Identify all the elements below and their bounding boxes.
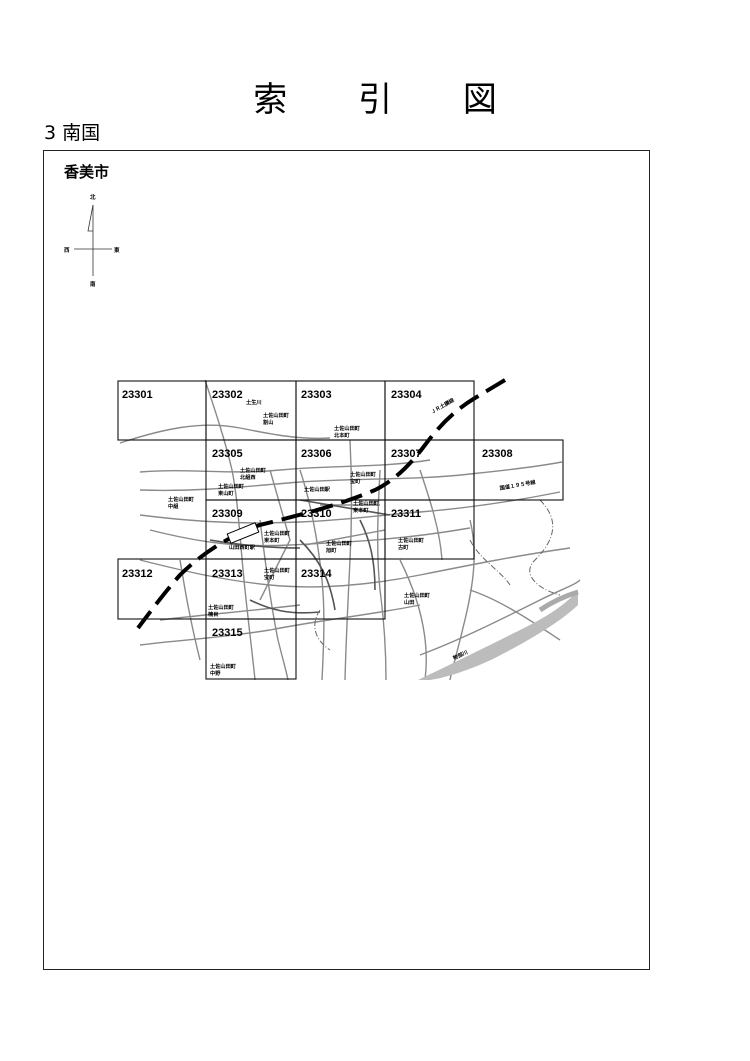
sheet-number: 23308	[482, 448, 513, 460]
place-label: 山田	[404, 598, 414, 606]
place-label: 土佐山田町	[334, 424, 361, 432]
sheet-number: 23301	[122, 389, 153, 401]
place-label: 土佐山田町	[168, 495, 195, 503]
map-frame	[43, 150, 650, 970]
compass-icon	[74, 204, 112, 276]
place-label: 土佐山田町	[263, 411, 290, 419]
sheet-number: 23314	[301, 568, 332, 580]
sheet-number: 23311	[391, 508, 421, 520]
sheet-number: 23309	[212, 508, 243, 520]
compass-west-label: 西	[64, 246, 70, 254]
road-network	[119, 379, 581, 681]
sheet-number: 23307	[391, 448, 422, 460]
place-label: 割山	[263, 418, 273, 426]
sheet-number: 23302	[212, 389, 243, 401]
title-char: 索	[253, 80, 288, 120]
sheet-number: 23312	[122, 568, 153, 580]
place-label: 山田西町駅	[229, 543, 256, 551]
title-char: 図	[462, 80, 497, 120]
place-label: 宝町	[350, 477, 361, 485]
city-name: 香美市	[64, 163, 110, 181]
place-label: 土佐山田町	[398, 536, 425, 544]
place-label: 土佐山田町	[350, 470, 377, 478]
place-label: 中野	[210, 669, 221, 677]
station-marker	[226, 522, 260, 544]
place-label: 北本町	[334, 431, 350, 439]
place-label: 中組	[168, 502, 179, 510]
page-title: 索 引 図	[0, 72, 750, 121]
sheet-cell[interactable]	[473, 439, 564, 501]
place-label: 土佐山田町	[404, 591, 431, 599]
place-label: 土佐山田町	[208, 603, 235, 611]
place-label: 土佐山田町	[218, 482, 245, 490]
place-label: 土生川	[246, 398, 262, 406]
place-label: 東本町	[264, 536, 280, 544]
compass-north-label: 北	[90, 193, 96, 201]
road-network-dark	[209, 499, 391, 614]
sheet-number: 23315	[212, 627, 243, 639]
sheet-cell[interactable]	[384, 499, 475, 560]
sheet-number: 23304	[391, 389, 422, 401]
place-label: 土佐山田町	[240, 466, 267, 474]
title-char: 引	[358, 80, 392, 120]
place-label: 旭町	[325, 546, 337, 554]
sheet-number: 23313	[212, 568, 243, 580]
place-label: 北組西	[240, 473, 256, 481]
sheet-number: 23303	[301, 389, 332, 401]
place-label: 土佐山田町	[264, 566, 291, 574]
place-label: 楠目	[208, 610, 218, 618]
sheet-cell[interactable]	[295, 558, 386, 620]
place-label: 土佐山田町	[264, 529, 291, 537]
sheet-number: 23305	[212, 448, 243, 460]
place-label: 東山町	[218, 489, 234, 497]
place-label: 宝町	[264, 573, 275, 581]
place-label: 土佐山田町	[353, 499, 380, 507]
river-monobe	[418, 589, 579, 680]
sheet-cell[interactable]	[205, 618, 297, 680]
place-label: 土佐山田町	[326, 539, 353, 547]
place-label: 土佐山田駅	[304, 485, 331, 493]
jr-railway	[136, 378, 507, 630]
sheet-grid	[117, 380, 564, 680]
place-label: 東本町	[353, 506, 369, 514]
place-label: 国道１９５号線	[499, 478, 537, 492]
sheet-number: 23310	[301, 508, 332, 520]
compass-south-label: 南	[90, 280, 96, 288]
section-heading: 3 南国	[44, 122, 101, 144]
boundary-lines	[314, 499, 561, 651]
place-label: 古町	[398, 543, 409, 551]
place-label: 土佐山田町	[210, 662, 237, 670]
compass-east-label: 東	[114, 246, 120, 254]
sheet-number: 23306	[301, 448, 332, 460]
